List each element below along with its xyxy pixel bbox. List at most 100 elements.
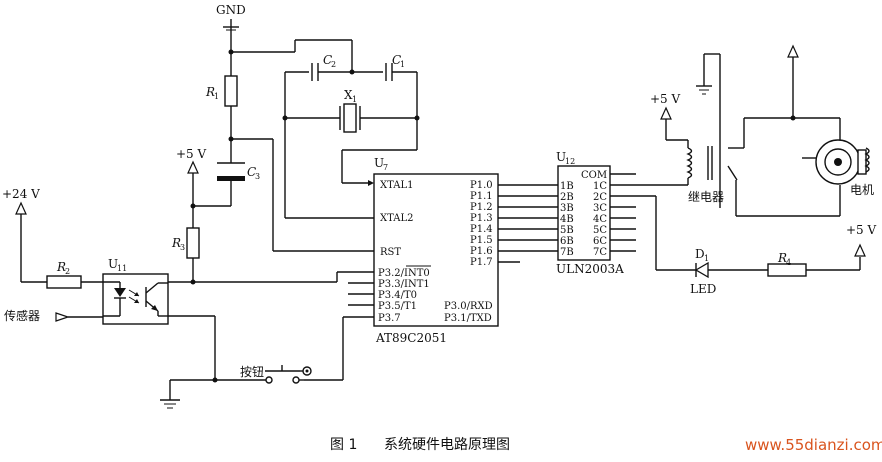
u11-letter: U	[108, 257, 118, 271]
driver-name: ULN2003A	[556, 262, 624, 276]
drv-pin-7c: 7C	[593, 247, 607, 258]
mcu-pin-p15: P1.5	[470, 235, 493, 246]
drv-pin-2b: 2B	[560, 192, 574, 203]
resistor-r1	[224, 75, 238, 107]
mcu-pin-p10: P1.0	[470, 180, 493, 191]
mcu-name: AT89C2051	[375, 331, 447, 345]
u12-letter: U	[556, 150, 566, 164]
c1-letter: C	[392, 53, 401, 67]
drv-pin-3b: 3B	[560, 203, 574, 214]
relay-switch-blade	[727, 165, 738, 181]
drv-pin-7b: 7B	[560, 247, 574, 258]
c1-sub: 1	[400, 60, 405, 69]
drv-pin-6c: 6C	[593, 236, 607, 247]
mcu-pin-p30: P3.0/RXD	[444, 301, 493, 312]
r2-letter: R	[56, 260, 66, 274]
relay-label: 继电器	[688, 190, 724, 204]
junction-xtal2	[282, 115, 288, 121]
mcu-pin-xtal1: XTAL1	[380, 180, 413, 191]
drv-pin-1c: 1C	[593, 181, 607, 192]
r4-sub: 4	[786, 258, 791, 267]
mcu-pin-p11: P1.1	[470, 191, 493, 202]
c2-sub: 2	[331, 60, 336, 69]
u12-sub: 12	[565, 157, 575, 166]
u11-sub: 11	[117, 264, 127, 273]
r2-sub: 2	[65, 267, 70, 276]
xtal1-arrow	[368, 180, 374, 186]
drv-pin-5c: 5C	[593, 225, 607, 236]
drv-pin-2c: 2C	[593, 192, 607, 203]
mcu-pin-p14: P1.4	[470, 224, 493, 235]
drv-pin-1b: 1B	[560, 181, 574, 192]
drv-pin-4b: 4B	[560, 214, 574, 225]
motor-symbol	[802, 139, 870, 185]
mcu-left-stubs	[348, 282, 374, 306]
junction-motor-top	[790, 115, 796, 121]
drv-pin-3c: 3C	[593, 203, 607, 214]
motor-label: 电机	[850, 183, 874, 197]
plus5v-relay-arrow	[660, 106, 672, 120]
driver-output-stubs	[610, 173, 636, 252]
c2-letter: C	[323, 53, 332, 67]
sensor-input-arrow	[55, 312, 70, 322]
c3-letter: C	[247, 165, 256, 179]
watermark: www.55dianzi.com	[745, 436, 882, 454]
plus24v-label: +24 V	[2, 187, 40, 201]
plus5v-led-label: +5 V	[846, 223, 877, 237]
push-button	[265, 365, 312, 384]
drv-pin-6b: 6B	[560, 236, 574, 247]
r1-letter: R	[205, 85, 215, 99]
junction-c3-r3	[190, 203, 196, 209]
mcu-pin-p33: P3.3/INT1	[378, 279, 430, 290]
crystal-x1	[339, 103, 361, 133]
driver-body	[557, 165, 611, 261]
r1-sub: 1	[214, 92, 219, 101]
plus5v-left-label: +5 V	[176, 147, 207, 161]
caption-title: 系统硬件电路原理图	[384, 437, 510, 453]
mcu-pin-p31: P3.1/TXD	[444, 313, 492, 324]
r4-letter: R	[777, 251, 787, 265]
mcu-body	[373, 173, 499, 327]
drv-pin-5b: 5B	[560, 225, 574, 236]
gnd-label: GND	[216, 3, 246, 17]
d1-letter: D	[695, 247, 705, 261]
led-d1	[694, 261, 709, 279]
resistor-r3	[186, 227, 200, 259]
drv-pin-4c: 4C	[593, 214, 607, 225]
caption-figure: 图 1	[330, 437, 357, 453]
u7-letter: U	[374, 156, 384, 170]
mcu-to-driver-buses	[498, 184, 558, 263]
r3-sub: 3	[180, 243, 185, 252]
mcu-pin-p17: P1.7	[470, 257, 493, 268]
mcu-pin-rst: RST	[380, 247, 401, 258]
mcu-pin-p32: P3.2/INT0	[378, 268, 430, 279]
gnd-bottom-symbol	[160, 399, 180, 409]
relay-gnd-symbol	[696, 53, 720, 95]
x1-sub: 1	[352, 95, 357, 104]
plus5v-left-arrow	[187, 160, 199, 174]
led-label: LED	[690, 282, 716, 296]
drv-pin-com: COM	[581, 170, 607, 181]
mcu-pin-p13: P1.3	[470, 213, 493, 224]
mcu-pin-p34: P3.4/T0	[378, 290, 417, 301]
mcu-pin-p12: P1.2	[470, 202, 493, 213]
capacitor-c2	[311, 63, 319, 81]
resistor-r2	[46, 275, 82, 289]
junction-xtal1	[414, 115, 420, 121]
plus5v-led-arrow	[854, 243, 866, 257]
optocoupler-internals	[103, 281, 168, 317]
mcu-pin-xtal2: XTAL2	[380, 213, 413, 224]
junction-caps	[349, 69, 355, 75]
r3-letter: R	[171, 236, 181, 250]
u7-sub: 7	[383, 163, 388, 172]
d1-sub: 1	[704, 254, 709, 263]
mcu-pin-p16: P1.6	[470, 246, 493, 257]
x1-letter: X	[344, 88, 353, 102]
mcu-pin-p37: P3.7	[378, 313, 401, 324]
capacitor-c3	[217, 162, 245, 181]
c3-sub: 3	[255, 172, 260, 181]
button-label: 按钮	[240, 364, 264, 379]
sensor-label: 传感器	[4, 308, 40, 323]
